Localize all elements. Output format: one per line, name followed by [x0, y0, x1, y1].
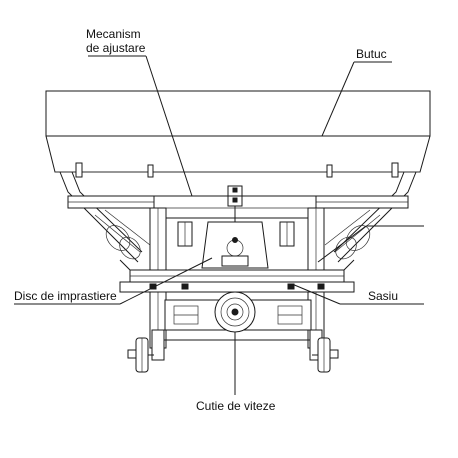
leader-lines: [14, 55, 424, 395]
label-adjust-mechanism-1: Mecanism: [86, 27, 141, 41]
post-clamps: [177, 221, 295, 247]
wheels: [127, 337, 339, 373]
hopper-top-band: [45, 90, 431, 137]
leader-disc: [119, 257, 213, 305]
funnel: [59, 171, 417, 263]
label-chassis: Sasiu: [368, 289, 398, 303]
leader-hub: [321, 61, 355, 137]
leader-mechanism: [145, 55, 193, 197]
hopper-brackets: [75, 162, 399, 178]
leader-right-top: [317, 225, 367, 263]
disc-assembly: [151, 291, 323, 361]
leader-chassis: [291, 283, 341, 305]
hopper: [45, 90, 431, 173]
gear-housing: [201, 221, 269, 269]
adjustment-mechanism: [220, 185, 250, 222]
label-adjust-mechanism-2: de ajustare: [86, 41, 146, 55]
hopper-lower-band: [45, 135, 431, 173]
label-gearbox: Cutie de viteze: [196, 399, 276, 413]
label-spreading-disc: Disc de imprastiere: [14, 289, 117, 303]
label-hub: Butuc: [356, 47, 387, 61]
